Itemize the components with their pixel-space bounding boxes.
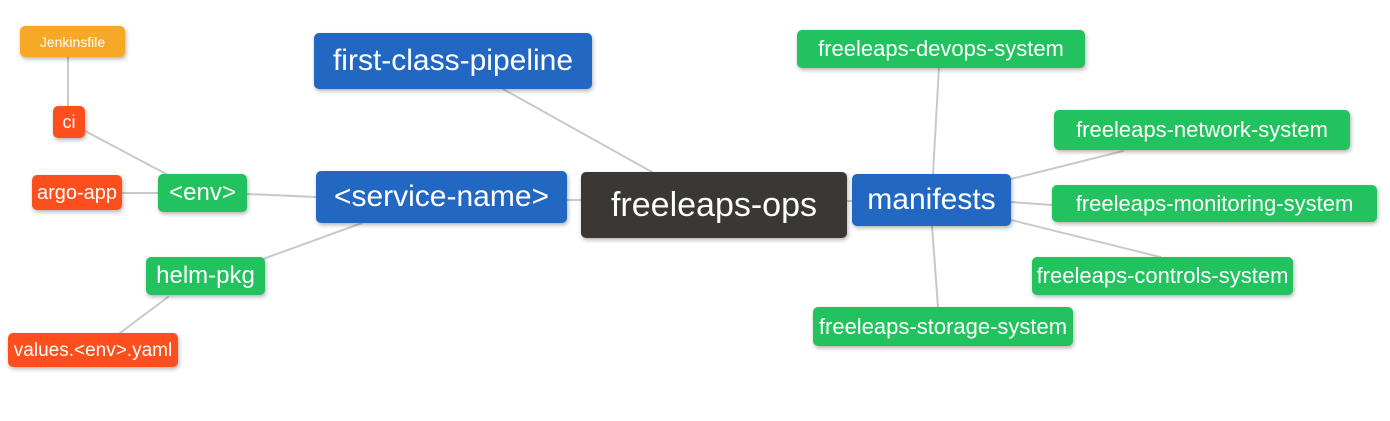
edge-values-env-yaml-to-helm-pkg: [119, 296, 169, 334]
node-jenkinsfile[interactable]: Jenkinsfile: [20, 26, 125, 57]
edge-manifests-to-freeleaps-monitoring-system: [1010, 201, 1053, 206]
edge-manifests-to-freeleaps-devops-system: [932, 66, 940, 175]
node-freeleaps-devops-system[interactable]: freeleaps-devops-system: [797, 30, 1085, 68]
node-helm-pkg[interactable]: helm-pkg: [146, 257, 265, 295]
node-freeleaps-ops[interactable]: freeleaps-ops: [581, 172, 847, 238]
node-freeleaps-controls-system[interactable]: freeleaps-controls-system: [1032, 257, 1293, 295]
edge-env-to-service-name: [246, 193, 317, 198]
node-label: freeleaps-controls-system: [1036, 263, 1289, 288]
node-label: values.<env>.yaml: [13, 339, 173, 361]
node-label: Jenkinsfile: [39, 33, 106, 50]
node-label: freeleaps-network-system: [1076, 117, 1328, 142]
node-freeleaps-monitoring-system[interactable]: freeleaps-monitoring-system: [1052, 185, 1377, 222]
node-freeleaps-storage-system[interactable]: freeleaps-storage-system: [813, 307, 1073, 346]
node-label: freeleaps-monitoring-system: [1075, 190, 1354, 216]
edge-manifests-to-freeleaps-controls-system: [1010, 219, 1161, 258]
edge-first-class-pipeline-to-freeleaps-ops: [502, 88, 653, 173]
node-freeleaps-network-system[interactable]: freeleaps-network-system: [1054, 110, 1350, 150]
node-label: freeleaps-devops-system: [818, 36, 1064, 61]
node-label: freeleaps-storage-system: [818, 313, 1068, 339]
node-values-env-yaml[interactable]: values.<env>.yaml: [8, 333, 178, 367]
node-ci[interactable]: ci: [53, 106, 85, 138]
node-label: ci: [62, 112, 76, 132]
node-label: <env>: [169, 179, 236, 206]
node-label: freeleaps-ops: [610, 186, 817, 224]
node-label: argo-app: [36, 181, 118, 204]
node-service-name[interactable]: <service-name>: [316, 171, 567, 223]
node-first-class-pipeline[interactable]: first-class-pipeline: [314, 33, 592, 89]
node-argo-app[interactable]: argo-app: [32, 175, 122, 210]
edge-helm-pkg-to-service-name: [262, 222, 363, 260]
node-manifests[interactable]: manifests: [852, 174, 1011, 226]
node-label: first-class-pipeline: [332, 44, 574, 77]
edge-ci-to-env: [84, 130, 169, 176]
node-label: manifests: [867, 183, 996, 216]
edge-manifests-to-freeleaps-storage-system: [931, 225, 939, 308]
node-env[interactable]: <env>: [158, 174, 247, 212]
node-label: helm-pkg: [156, 262, 255, 289]
edge-manifests-to-freeleaps-network-system: [1010, 150, 1124, 180]
node-label: <service-name>: [333, 180, 550, 213]
